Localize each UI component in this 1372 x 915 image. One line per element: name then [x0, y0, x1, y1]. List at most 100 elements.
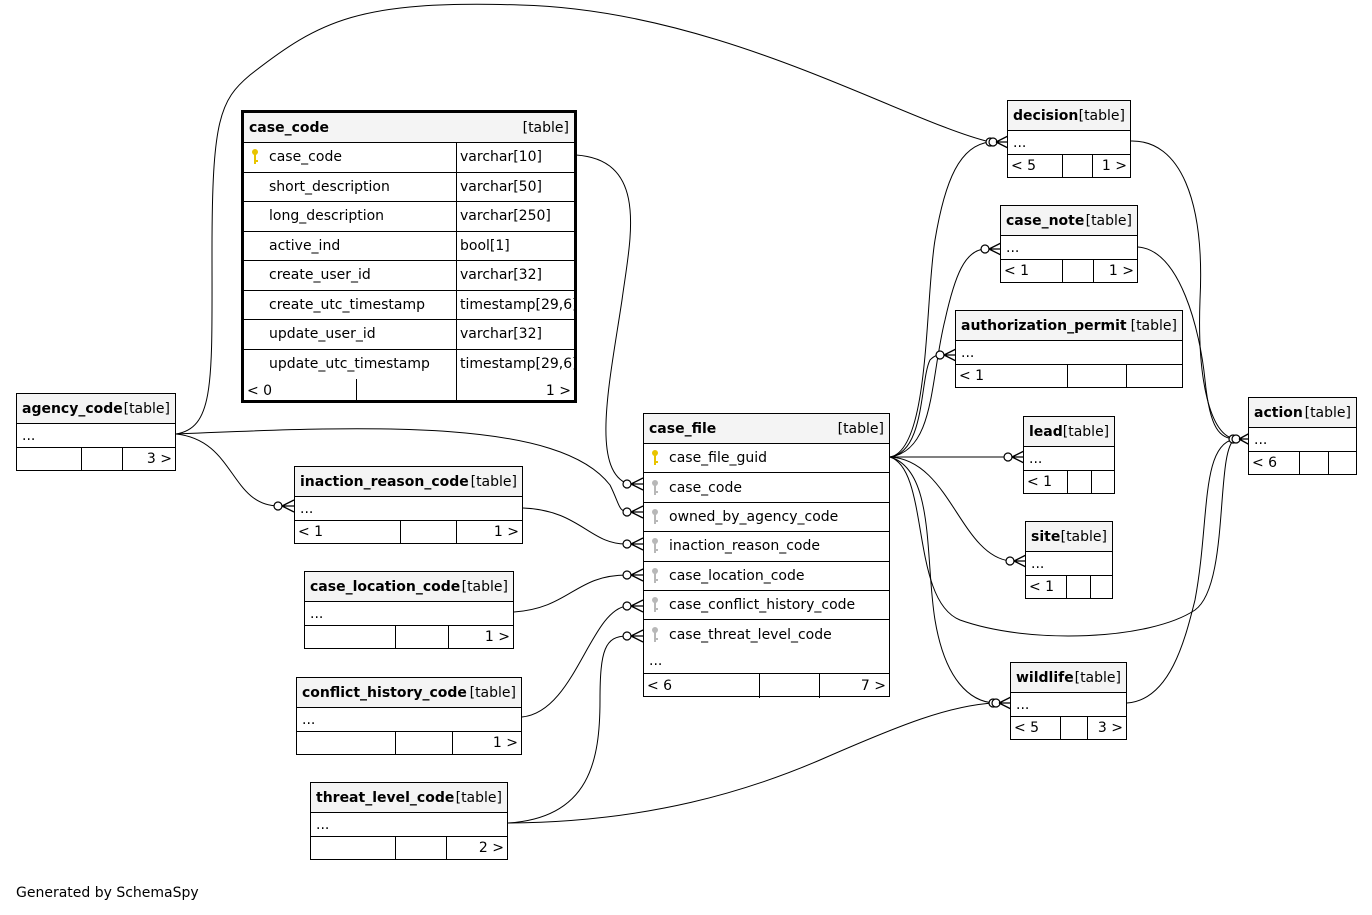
edge-casefile-wildlife — [889, 456, 996, 704]
edge-conflict-casefile — [521, 605, 628, 718]
edge-casefile-site — [889, 456, 1011, 562]
table-ellipsis: ... — [295, 497, 522, 521]
footer-children — [1090, 576, 1112, 598]
table-lead[interactable]: lead[table]...< 1 — [1023, 416, 1115, 494]
table-name: authorization_permit — [961, 317, 1127, 334]
edge-inaction-casefile — [522, 507, 628, 545]
table-name: inaction_reason_code — [300, 473, 469, 490]
table-ellipsis: ... — [956, 341, 1182, 365]
column-name: case_threat_level_code — [669, 627, 832, 644]
table-tag: [table] — [837, 420, 884, 437]
table-tag: [table] — [123, 400, 170, 417]
footer-parents — [305, 626, 395, 648]
table-name: conflict_history_code — [302, 684, 467, 701]
column-row: inaction_reason_code — [644, 532, 889, 562]
table-ellipsis: ... — [305, 602, 513, 626]
edge-casefile-decision — [889, 141, 991, 458]
table-header: threat_level_code[table] — [311, 783, 507, 813]
column-name: case_code — [669, 479, 742, 496]
footer-middle — [395, 732, 452, 754]
column-row: case_file_guid — [644, 444, 889, 474]
table-name: agency_code — [22, 400, 123, 417]
footer-parents: < 5 — [1011, 158, 1037, 174]
column-name: create_user_id — [269, 267, 371, 284]
footer-parents: < 0 — [247, 383, 273, 399]
footer-children: 7 > — [819, 673, 889, 698]
column-type: timestamp[29,6] — [456, 290, 574, 319]
footer-parents: < 1 — [1027, 474, 1053, 490]
footer-parents: < 1 — [959, 368, 985, 384]
footer-middle — [759, 673, 819, 698]
table-ellipsis: ... — [1008, 131, 1130, 155]
footer-middle — [356, 379, 456, 403]
foreign-key-icon — [644, 532, 666, 560]
table-ellipsis: ... — [1024, 447, 1114, 471]
footer-parents — [311, 837, 395, 859]
column-name: long_description — [269, 208, 385, 225]
table-header: case_code [table] — [244, 113, 574, 143]
table-ellipsis: ... — [644, 650, 889, 674]
footer-parents: < 6 — [1252, 455, 1278, 471]
table-conflict-history-code[interactable]: conflict_history_code[table]...1 > — [296, 677, 522, 755]
edge-agency-decision — [175, 3, 991, 435]
column-name: active_ind — [269, 237, 341, 254]
table-decision[interactable]: decision[table]... < 5 1 > — [1007, 100, 1131, 178]
edge-threat-wildlife — [507, 702, 996, 824]
column-type: bool[1] — [456, 231, 574, 260]
table-site[interactable]: site[table]...< 1 — [1025, 521, 1113, 599]
footer-middle — [395, 626, 448, 648]
footer-middle — [400, 521, 456, 543]
column-name: short_description — [269, 178, 390, 195]
table-case-location-code[interactable]: case_location_code[table]...1 > — [304, 571, 514, 649]
column-name: inaction_reason_code — [669, 538, 820, 555]
table-case-file[interactable]: case_file [table] case_file_guid case_cod… — [643, 413, 890, 698]
footer-parents — [297, 732, 395, 754]
footer-middle — [1062, 155, 1092, 177]
table-agency-code[interactable]: agency_code[table]...3 > — [16, 393, 176, 471]
table-tag: [table] — [469, 684, 516, 701]
table-name: threat_level_code — [316, 789, 455, 806]
footer-middle — [1060, 717, 1087, 739]
table-tag: [table] — [455, 789, 502, 806]
footer-children: 1 > — [456, 379, 574, 403]
table-action[interactable]: action[table]...< 6 — [1248, 397, 1357, 475]
table-threat-level-code[interactable]: threat_level_code[table]...2 > — [310, 782, 508, 860]
footer-middle — [1066, 576, 1090, 598]
footer-middle — [1062, 260, 1093, 282]
table-header: authorization_permit[table] — [956, 311, 1182, 341]
table-tag: [table] — [470, 473, 517, 490]
table-header: wildlife[table] — [1011, 663, 1126, 693]
edge-casenote-action — [1137, 246, 1236, 440]
column-type: timestamp[29,6] — [456, 349, 574, 379]
table-authorization-permit[interactable]: authorization_permit[table]... < 1 — [955, 310, 1183, 388]
footer-middle — [1067, 365, 1126, 387]
footer-children: 3 > — [122, 448, 175, 470]
column-row: active_ind bool[1] — [244, 231, 574, 261]
table-footer: < 5 1 > — [1008, 155, 1130, 177]
footer-children — [1126, 365, 1182, 387]
footer-children: 1 > — [1092, 155, 1130, 177]
edge-casefile-casenote — [889, 248, 986, 458]
column-name: case_conflict_history_code — [669, 597, 856, 614]
table-header: conflict_history_code[table] — [297, 678, 521, 708]
table-footer: < 6 7 > — [644, 673, 889, 698]
table-header: agency_code[table] — [17, 394, 175, 424]
table-name: case_file — [649, 420, 717, 437]
footer-children: 1 > — [452, 732, 521, 754]
footer-children: 2 > — [446, 837, 507, 859]
table-header: decision[table] — [1008, 101, 1130, 131]
edge-decision-action — [1130, 140, 1236, 440]
footer-middle — [1299, 452, 1328, 474]
footer-children: 1 > — [456, 521, 522, 543]
table-tag: [table] — [1085, 212, 1132, 229]
